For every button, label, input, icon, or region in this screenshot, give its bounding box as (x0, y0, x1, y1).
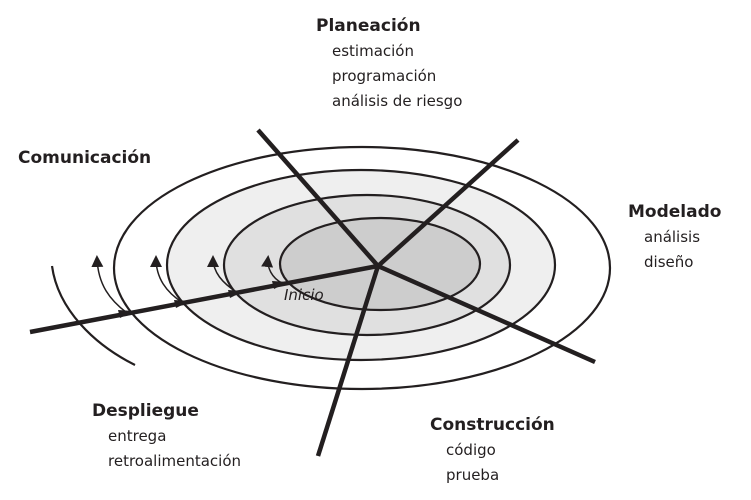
arrowhead-icon (118, 310, 134, 318)
phase-construccion: Construcción código prueba (430, 413, 555, 488)
arrowhead-icon (228, 290, 244, 298)
progress-arrow-icon (150, 255, 184, 304)
phase-comunicacion: Comunicación (18, 146, 151, 171)
axis-modelado-construccion (377, 263, 596, 365)
phase-item: código (446, 441, 496, 459)
phase-item: prueba (446, 466, 500, 484)
phase-planeacion: Planeación estimación programación análi… (316, 14, 462, 114)
arrowhead-icon (174, 300, 190, 308)
phase-item: diseño (644, 253, 694, 271)
axis-planeacion-right (376, 138, 520, 268)
phase-item: análisis de riesgo (332, 92, 463, 110)
phase-title: Construcción (430, 415, 555, 435)
phase-item: análisis (644, 228, 701, 246)
start-label: Inicio (284, 286, 324, 304)
phase-item: programación (332, 67, 437, 85)
arrowhead-icon (272, 281, 288, 289)
axis-comunicacion (29, 263, 379, 335)
axis-despliegue (315, 265, 381, 457)
phase-title: Modelado (628, 202, 722, 222)
phase-item: estimación (332, 42, 414, 60)
phase-title: Despliegue (92, 401, 199, 421)
axis-planeacion-left (256, 128, 380, 268)
phase-item: entrega (108, 427, 167, 445)
phase-title: Comunicación (18, 148, 152, 168)
phase-title: Planeación (316, 16, 421, 36)
phase-despliegue: Despliegue entrega retroalimentación (92, 399, 241, 474)
progress-arrow-icon (91, 255, 128, 314)
phase-item: retroalimentación (108, 452, 242, 470)
phase-modelado: Modelado análisis diseño (628, 200, 721, 275)
